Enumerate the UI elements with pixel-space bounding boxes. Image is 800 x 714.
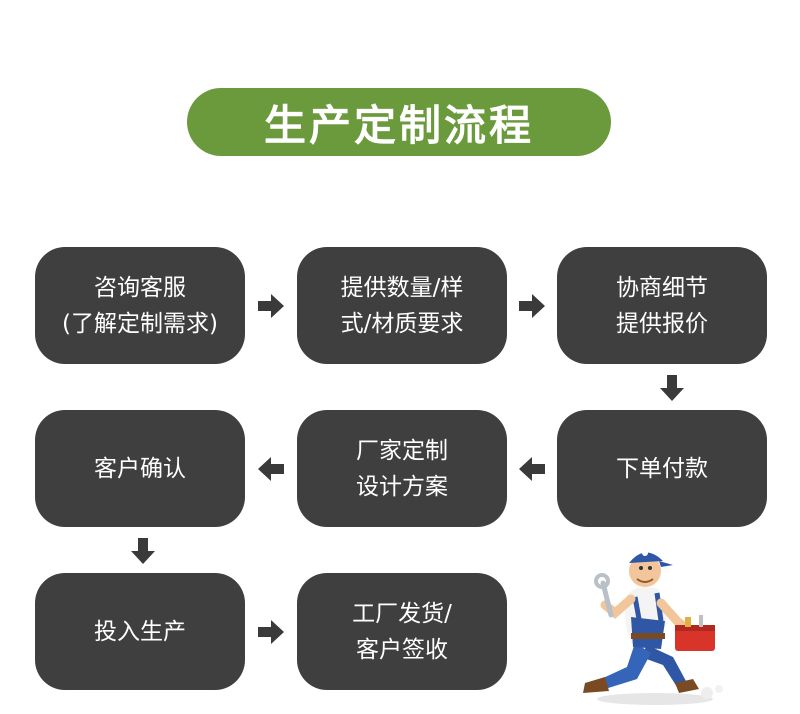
- step-ship-line1: 工厂发货/: [352, 600, 452, 627]
- step-produce: 投入生产: [35, 573, 245, 690]
- step-negotiate-line1: 协商细节: [616, 274, 708, 301]
- step-consult-line2: (了解定制需求): [62, 310, 218, 337]
- step-consult: 咨询客服 (了解定制需求): [35, 247, 245, 364]
- step-provide-line1: 提供数量/样: [340, 274, 464, 301]
- step-ship-line2: 客户签收: [356, 636, 448, 663]
- step-design-line1: 厂家定制: [356, 437, 448, 464]
- arrow-right-icon: [256, 291, 286, 321]
- step-negotiate-line2: 提供报价: [616, 310, 708, 337]
- title-banner: 生产定制流程: [187, 88, 611, 156]
- arrow-right-icon: [256, 617, 286, 647]
- arrow-down-icon: [128, 536, 158, 566]
- step-produce-line1: 投入生产: [94, 618, 186, 645]
- step-order: 下单付款: [557, 410, 767, 527]
- step-confirm-line1: 客户确认: [94, 455, 186, 482]
- step-consult-line1: 咨询客服: [94, 274, 186, 301]
- page-title: 生产定制流程: [263, 100, 534, 150]
- step-ship: 工厂发货/ 客户签收: [297, 573, 507, 690]
- step-provide: 提供数量/样 式/材质要求: [297, 247, 507, 364]
- arrow-right-icon: [517, 291, 547, 321]
- step-provide-line2: 式/材质要求: [340, 310, 464, 337]
- mascot-runner-icon: [575, 533, 730, 708]
- step-confirm: 客户确认: [35, 410, 245, 527]
- step-negotiate: 协商细节 提供报价: [557, 247, 767, 364]
- arrow-left-icon: [517, 454, 547, 484]
- step-order-line1: 下单付款: [616, 455, 708, 482]
- step-design-line2: 设计方案: [356, 473, 448, 500]
- arrow-down-icon: [657, 373, 687, 403]
- arrow-left-icon: [256, 454, 286, 484]
- step-design: 厂家定制 设计方案: [297, 410, 507, 527]
